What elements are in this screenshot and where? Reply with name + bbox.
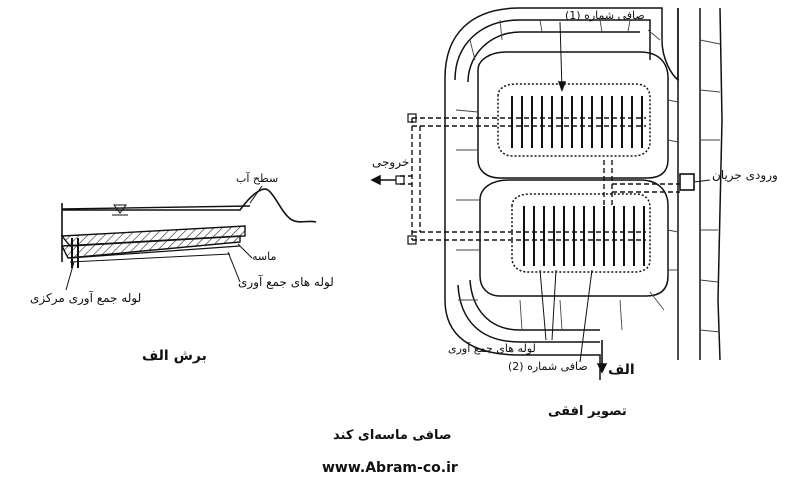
water-level-marker <box>113 204 127 214</box>
central-collector-pipe <box>71 238 79 268</box>
outer-boundary <box>444 7 679 380</box>
laterals-1 <box>511 96 643 148</box>
collector-pipes-label-plan: لوله های جمع آوری <box>448 342 536 355</box>
sand-layer <box>60 225 246 247</box>
filter-2-label: صافی شماره (2) <box>508 360 588 373</box>
valve-marker <box>407 235 417 245</box>
figure-caption: صافی ماسه‌ای کند <box>333 428 452 443</box>
inlet-channel <box>677 7 723 361</box>
filter-1-label: صافی شماره (1) <box>565 9 645 22</box>
section-title: برش الف <box>142 348 207 364</box>
paving-texture <box>455 19 721 333</box>
outlet-label: خروجی <box>372 155 410 169</box>
section-diagram <box>60 185 317 291</box>
sand-label: ماسه <box>252 250 277 263</box>
laterals-2 <box>523 206 645 266</box>
inlet-box <box>679 173 695 191</box>
water-surface-label: سطح آب <box>236 172 279 185</box>
valve-marker <box>407 113 417 123</box>
inlet-label: ورودی جریان <box>712 168 778 182</box>
website-link[interactable]: www.Abram-co.ir <box>322 460 458 476</box>
ground-profile <box>61 188 317 262</box>
water-surface-line <box>61 205 251 210</box>
collector-pipes-label-section: لوله های جمع آوری <box>238 275 334 289</box>
collector-pipes <box>400 117 680 241</box>
central-collector-label: لوله جمع آوری مرکزی <box>30 291 142 305</box>
plan-diagram <box>370 7 723 380</box>
valve-marker <box>395 175 405 185</box>
filter-basin-1 <box>497 83 651 157</box>
gravel-layer <box>60 235 241 259</box>
plan-title: تصویر افقی <box>548 404 627 419</box>
section-marker-label: الف <box>608 362 635 378</box>
filter-basin-2 <box>511 193 651 273</box>
